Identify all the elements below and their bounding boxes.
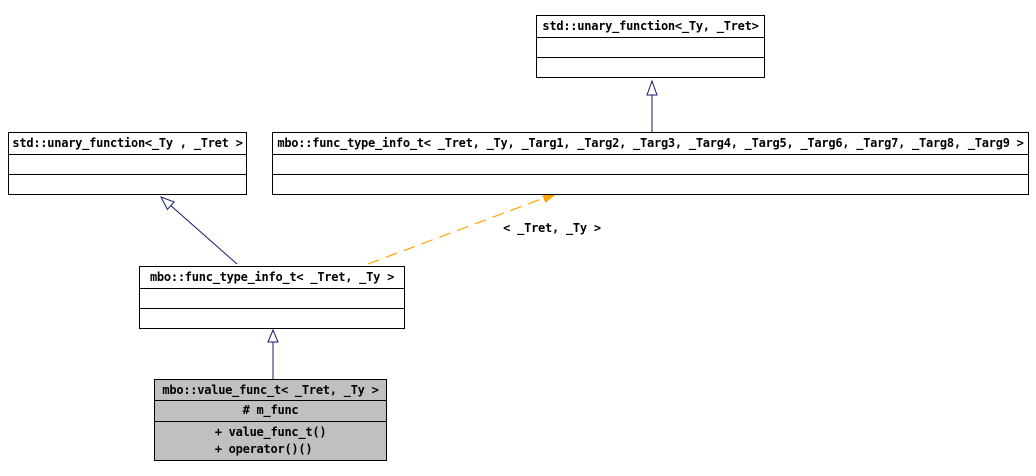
attributes-compartment-empty [537, 37, 764, 57]
class-title: mbo::value_func_t< _Tret, _Ty > [162, 383, 379, 397]
methods-list: + value_func_t() + operator()() [215, 424, 327, 458]
class-node-std-unary-function-left[interactable]: std::unary_function<_Ty , _Tret > [8, 132, 247, 195]
attributes-compartment-empty [9, 154, 246, 174]
method-value-func-t: + value_func_t() [214, 425, 327, 439]
class-title: std::unary_function<_Ty, _Tret> [542, 19, 759, 33]
inheritance-arrowhead-unaryleft [159, 196, 175, 211]
attributes-compartment-empty [273, 154, 1028, 174]
methods-compartment-empty [140, 308, 404, 328]
method-operator-call: + operator()() [214, 442, 313, 456]
class-node-std-unary-function-top[interactable]: std::unary_function<_Ty, _Tret> [536, 15, 765, 78]
methods-compartment: + value_func_t() + operator()() [155, 421, 386, 460]
class-node-func-type-info-full[interactable]: mbo::func_type_info_t< _Tret, _Ty, _Targ… [272, 132, 1029, 195]
class-node-func-type-info-short[interactable]: mbo::func_type_info_t< _Tret, _Ty > [139, 266, 405, 329]
inheritance-edge-funcshort-unaryleft [170, 205, 238, 265]
class-title: std::unary_function<_Ty , _Tret > [12, 136, 243, 150]
methods-compartment-empty [273, 174, 1028, 194]
class-title: mbo::func_type_info_t< _Tret, _Ty, _Targ… [277, 136, 1024, 150]
methods-compartment-empty [537, 57, 764, 77]
inheritance-arrowhead-unarytop [646, 79, 658, 96]
attributes-compartment-empty [140, 288, 404, 308]
class-title: mbo::func_type_info_t< _Tret, _Ty > [149, 270, 395, 284]
methods-compartment-empty [9, 174, 246, 194]
template-edge-label: < _Tret, _Ty > [503, 221, 601, 235]
class-node-value-func[interactable]: mbo::value_func_t< _Tret, _Ty > # m_func… [154, 379, 387, 461]
attribute-m-func: # m_func [155, 400, 386, 421]
inheritance-arrowhead-funcshort [267, 328, 279, 343]
